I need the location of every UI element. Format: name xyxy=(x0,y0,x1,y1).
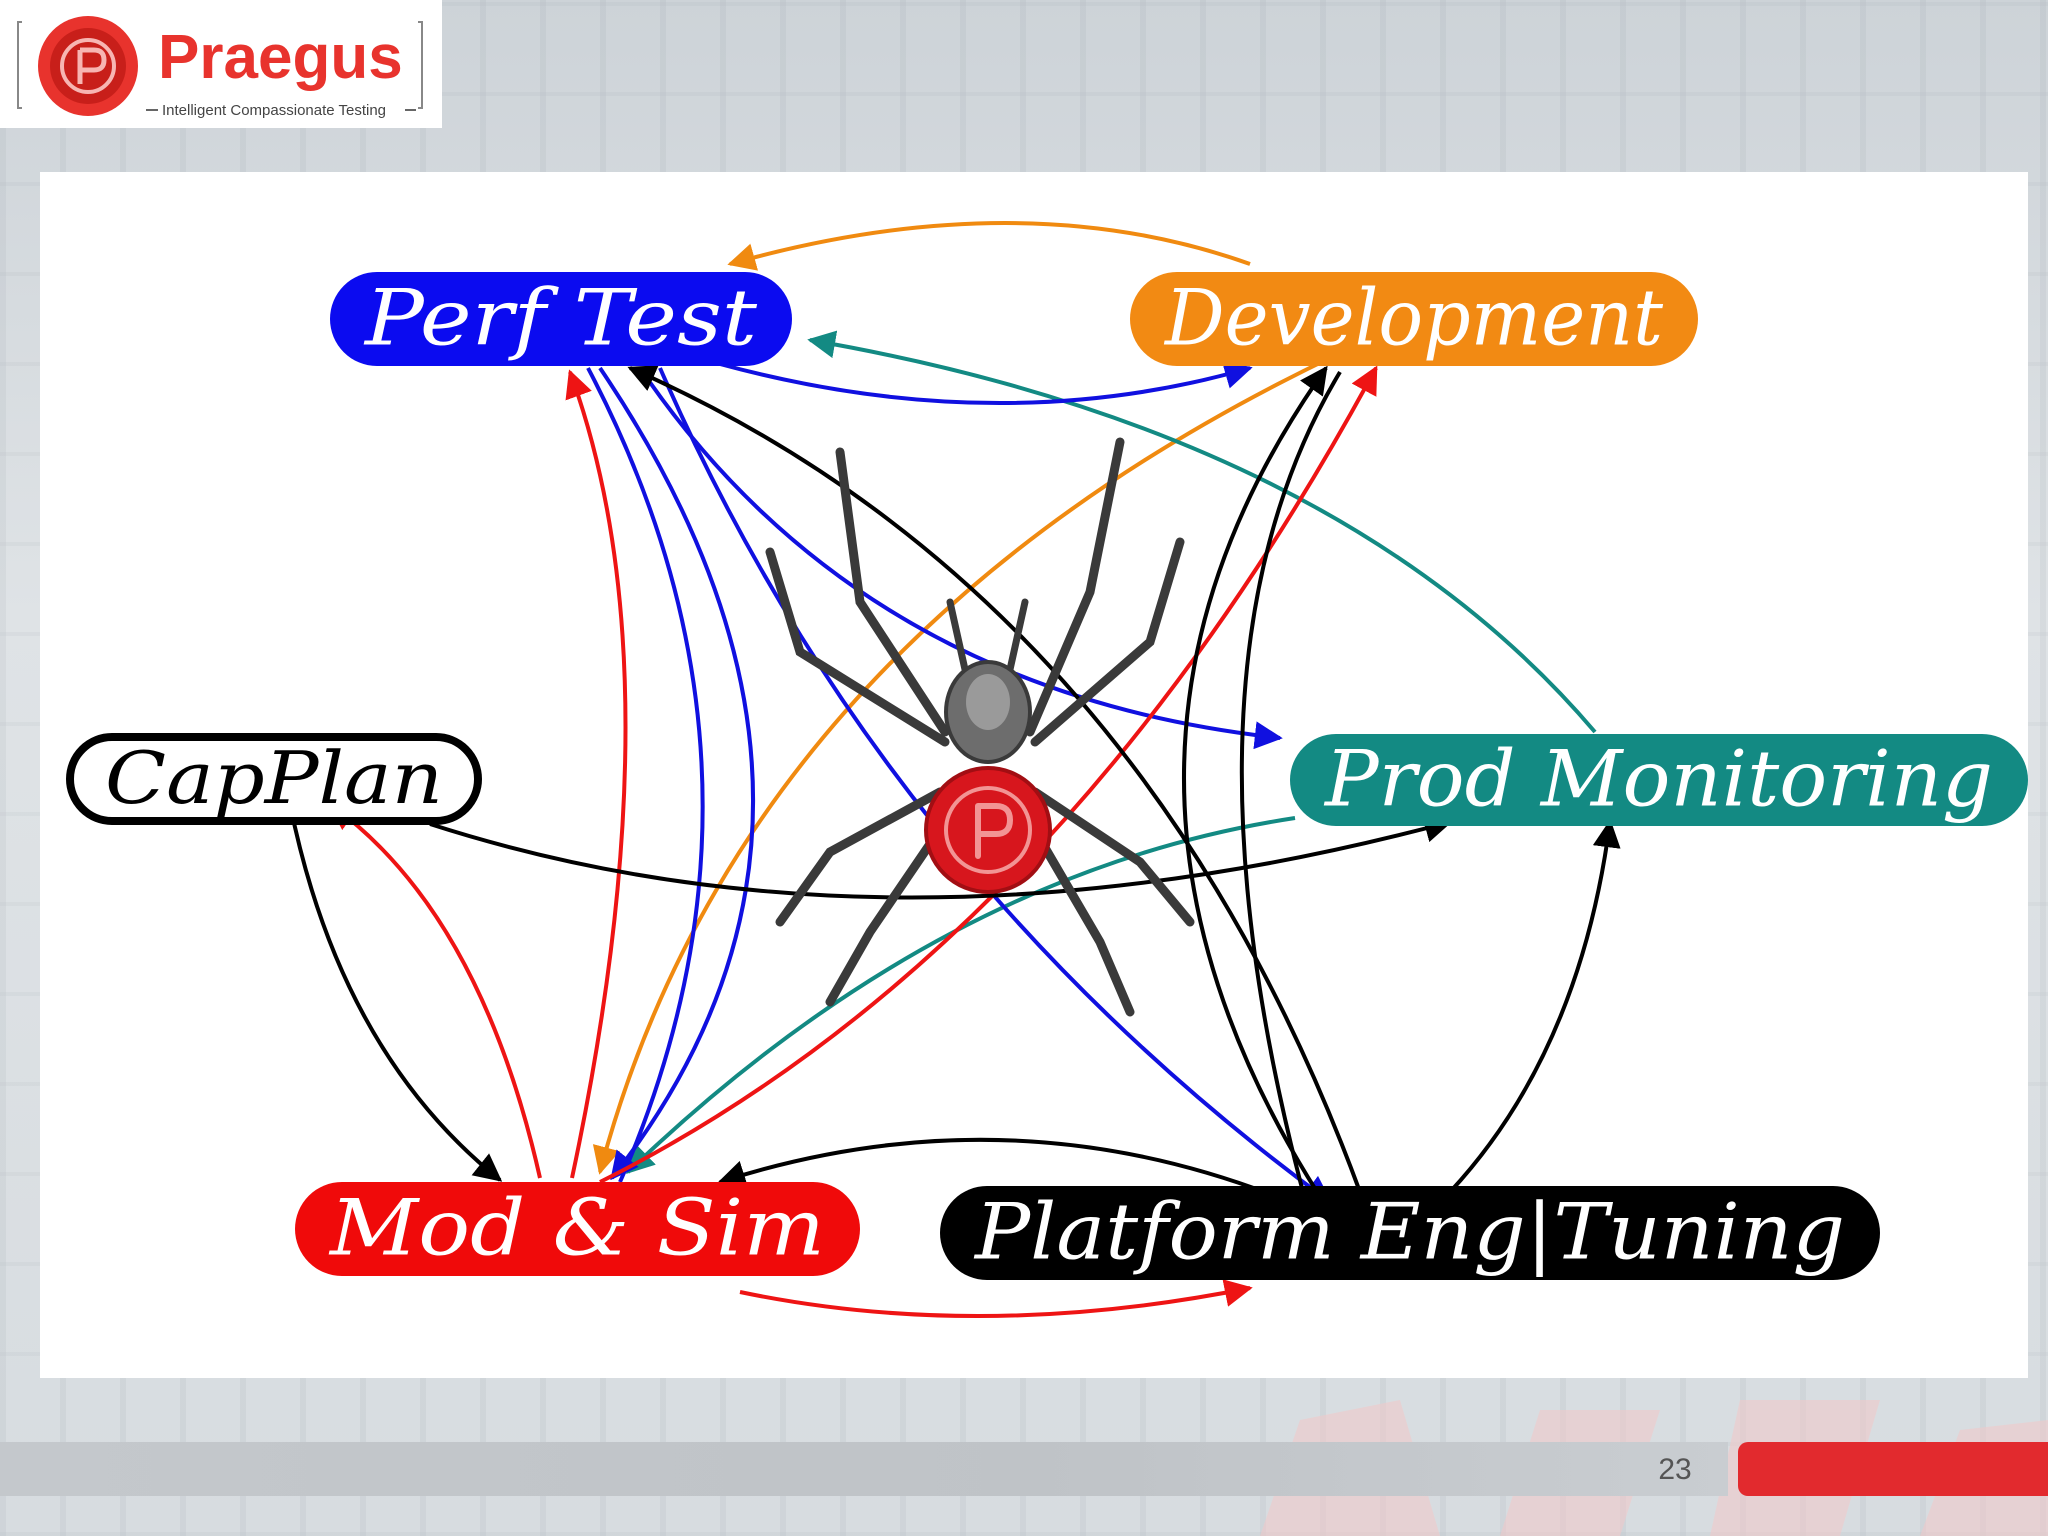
edge-perf-dev-blue xyxy=(719,361,1253,405)
edge-plat-perf-black xyxy=(627,365,1362,1193)
logo-tagline: Intelligent Compassionate Testing xyxy=(162,102,386,119)
node-prod-label: Prod Monitoring xyxy=(1323,735,1993,825)
edge-plat-mod-black xyxy=(717,1137,1271,1196)
node-cap: CapPlan xyxy=(66,733,482,825)
edge-dev-mod-orange xyxy=(592,356,1331,1175)
edge-mod-plat-red xyxy=(739,1279,1253,1319)
node-mod: Mod & Sim xyxy=(295,1182,860,1276)
edge-cap-mod-black xyxy=(288,803,503,1182)
page-number: 23 xyxy=(1658,1453,1692,1486)
praegus-logo: Praegus Intelligent Compassionate Testin… xyxy=(0,0,442,128)
node-perf: Perf Test xyxy=(330,272,792,366)
footer-bar xyxy=(0,1442,1728,1496)
node-dev-shape xyxy=(1130,272,1698,366)
footer-accent-bar xyxy=(1738,1442,2048,1496)
spider-icon xyxy=(765,437,1195,1017)
edge-perf-prod-blue xyxy=(638,366,1283,750)
node-plat-shape xyxy=(940,1186,1880,1280)
node-mod-shape xyxy=(295,1182,860,1276)
praegus-seal-icon xyxy=(38,16,138,116)
edge-dev-perf-orange xyxy=(727,221,1251,271)
node-mod-label: Mod & Sim xyxy=(328,1184,825,1274)
node-plat: Platform Eng|Tuning xyxy=(940,1186,1880,1280)
node-prod-shape xyxy=(1290,734,2028,826)
node-plat-label: Platform Eng|Tuning xyxy=(973,1188,1845,1278)
edge-perf-mod-blue-1 xyxy=(598,366,756,1181)
edge-mod-perf-red xyxy=(565,369,628,1179)
edge-cap-prod-black xyxy=(429,814,1453,900)
logo-brand: Praegus xyxy=(158,23,403,92)
node-perf-label: Perf Test xyxy=(363,274,758,364)
node-dev-label: Development xyxy=(1163,274,1664,364)
node-cap-label: CapPlan xyxy=(105,736,443,820)
node-dev: Development xyxy=(1130,272,1698,366)
edge-plat-dev-black-2 xyxy=(1239,370,1342,1219)
node-cap-shape xyxy=(66,733,482,825)
node-prod: Prod Monitoring xyxy=(1290,734,2028,826)
edge-plat-dev-black xyxy=(1182,365,1332,1214)
edge-perf-mod-blue-2 xyxy=(586,367,705,1183)
edge-prod-perf-teal xyxy=(807,330,1597,734)
edge-plat-prod-black xyxy=(1448,819,1621,1194)
node-perf-shape xyxy=(330,272,792,366)
edge-mod-cap-red xyxy=(327,802,542,1179)
